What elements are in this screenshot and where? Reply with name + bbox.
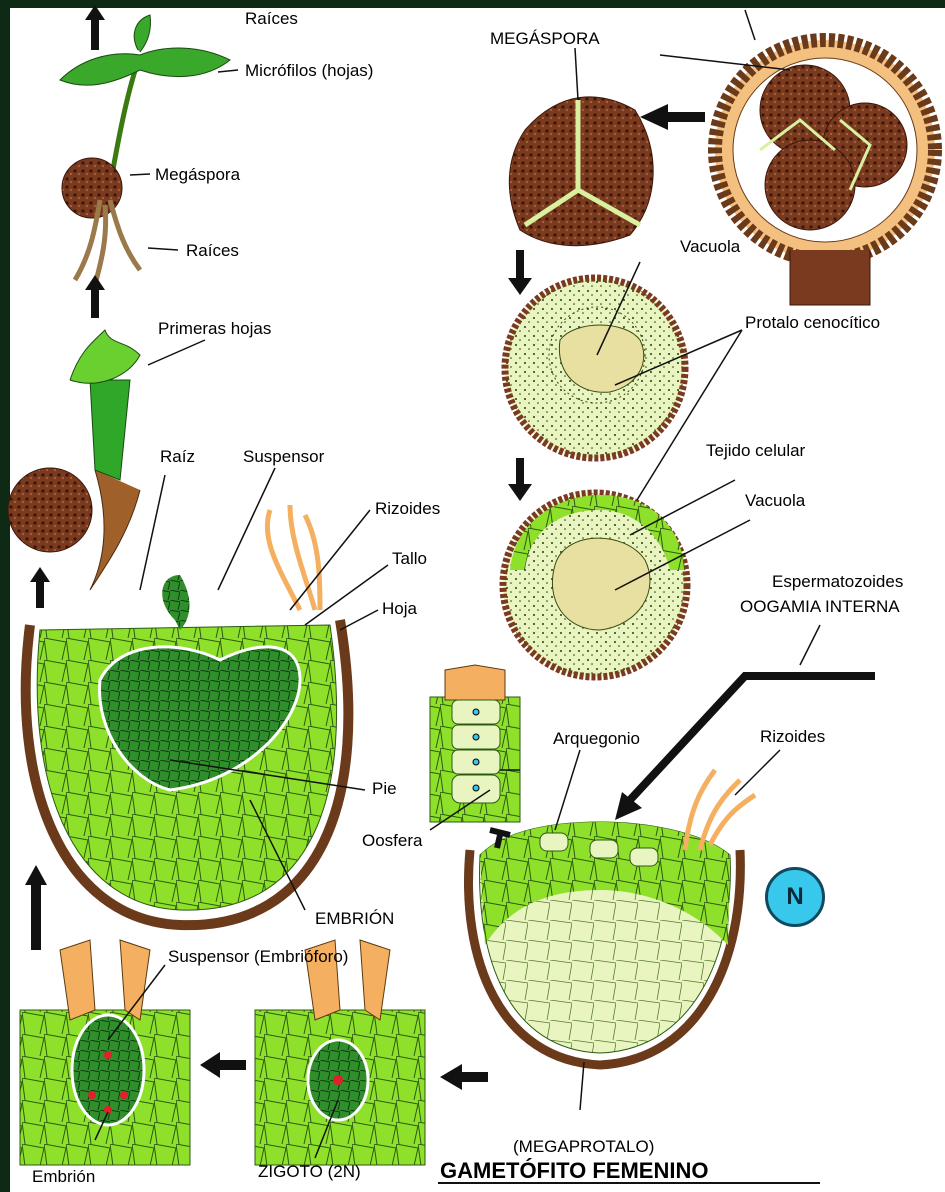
label-arquegonio: Arquegonio xyxy=(553,730,640,747)
label-oogamia: OOGAMIA INTERNA xyxy=(740,598,900,615)
label-vacuola-1: Vacuola xyxy=(680,238,740,255)
label-tallo: Tallo xyxy=(392,550,427,567)
label-raiz: Raíz xyxy=(160,448,195,465)
label-vacuola-2: Vacuola xyxy=(745,492,805,509)
label-oosfera: Oosfera xyxy=(362,832,422,849)
label-rizoides-gameto: Rizoides xyxy=(760,728,825,745)
label-embrion-lower: Embrión xyxy=(32,1168,95,1185)
label-megaspora-caps: MEGÁSPORA xyxy=(490,30,600,47)
label-suspensor-embrioforo: Suspensor (Embrióforo) xyxy=(168,948,348,965)
label-protalo: Protalo cenocítico xyxy=(745,314,880,331)
label-hoja: Hoja xyxy=(382,600,417,617)
label-megaspora-plant: Megáspora xyxy=(155,166,240,183)
label-raices: Raíces xyxy=(186,242,239,259)
label-microfilos: Micrófilos (hojas) xyxy=(245,62,373,79)
label-megaprotalo: (MEGAPROTALO) xyxy=(513,1138,654,1155)
label-rizoides-embryo: Rizoides xyxy=(375,500,440,517)
coenocytic-prothallus xyxy=(505,278,685,458)
label-pie: Pie xyxy=(372,780,397,797)
label-gametofito: GAMETÓFITO FEMENINO xyxy=(440,1160,708,1182)
label-espermatozoides: Espermatozoides xyxy=(772,573,903,590)
label-tejido: Tejido celular xyxy=(706,442,805,459)
label-zigoto: ZIGOTO (2N) xyxy=(258,1163,361,1180)
label-primeras-hojas: Primeras hojas xyxy=(158,320,271,337)
label-raices-top: Raíces xyxy=(245,10,298,27)
label-embrion-upper: EMBRIÓN xyxy=(315,910,394,927)
label-suspensor: Suspensor xyxy=(243,448,324,465)
cellular-prothallus xyxy=(503,493,687,677)
ploidy-badge: N xyxy=(765,867,825,927)
